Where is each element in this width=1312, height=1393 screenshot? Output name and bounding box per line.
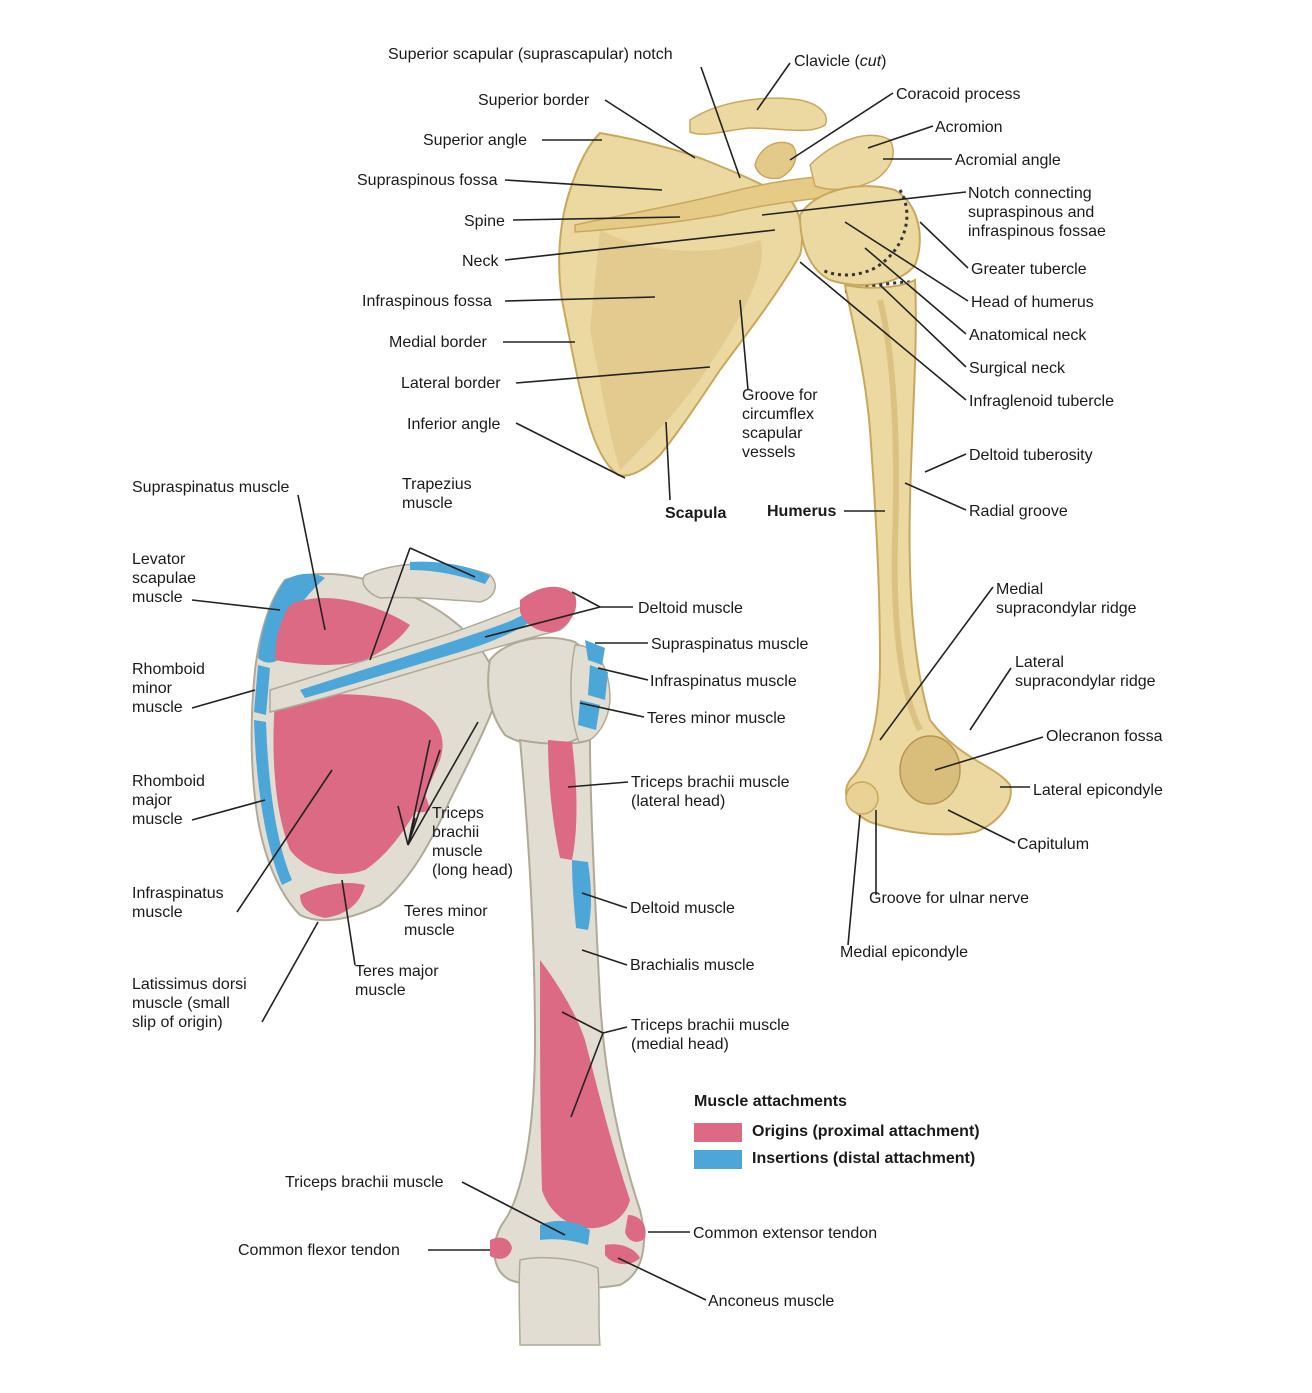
infraspinatus-origin [273, 694, 443, 874]
legend-title: Muscle attachments [694, 1093, 847, 1110]
legend-origins: Origins (proximal attachment) [752, 1123, 980, 1140]
label-clavicle-a: Clavicle ( [794, 53, 860, 70]
bottom-bones [250, 561, 646, 1346]
label-acromion: Acromion [935, 119, 1003, 136]
label-medial-epicondyle: Medial epicondyle [840, 944, 969, 961]
label-superior-angle: Superior angle [423, 132, 528, 149]
label-anatomical-neck: Anatomical neck [969, 327, 1087, 344]
label-deltoid-tuberosity: Deltoid tuberosity [969, 447, 1093, 464]
label-triceps-long: Triceps brachii muscle (long head) [432, 805, 513, 879]
label-deltoid-1: Deltoid muscle [638, 600, 743, 617]
rhomboid-minor-insertion [254, 665, 270, 715]
label-radial-groove: Radial groove [969, 503, 1068, 520]
label-infraspinatus-left: Infraspinatus muscle [132, 885, 224, 921]
label-lateral-epicondyle: Lateral epicondyle [1033, 782, 1163, 799]
label-spine: Spine [464, 213, 505, 230]
forearm-bones [518, 1256, 601, 1346]
legend-swatch-insertions [694, 1150, 742, 1169]
legend-swatch-origins [694, 1123, 742, 1142]
clavicle-trapezius [410, 561, 490, 584]
common-flexor-origin [490, 1237, 512, 1259]
rhomboid-major-insertion [254, 720, 292, 885]
label-trapezius: Trapezius muscle [402, 476, 472, 512]
label-neck: Neck [462, 253, 499, 270]
triceps-lateral-origin [548, 740, 577, 860]
label-rhomboid-minor: Rhomboid minor muscle [132, 661, 205, 716]
label-supraspinatus-right: Supraspinatus muscle [651, 636, 809, 653]
leader-lines [191, 62, 1044, 1301]
common-extensor-origin [625, 1215, 646, 1242]
label-infraglenoid: Infraglenoid tubercle [969, 393, 1114, 410]
label-deltoid-2: Deltoid muscle [630, 900, 735, 917]
label-triceps-lateral: Triceps brachii muscle (lateral head) [631, 774, 790, 810]
label-superior-border: Superior border [478, 92, 590, 109]
label-anconeus: Anconeus muscle [708, 1293, 835, 1310]
coracoid-bone [754, 141, 797, 180]
label-brachialis: Brachialis muscle [630, 957, 755, 974]
triceps-bottom-insertion [540, 1220, 590, 1245]
label-surgical-neck: Surgical neck [969, 360, 1066, 377]
label-common-flexor: Common flexor tendon [238, 1242, 400, 1259]
infraspinatus-insertion [588, 665, 608, 700]
label-superior-notch: Superior scapular (suprascapular) notch [388, 46, 673, 63]
label-teres-minor-left: Teres minor muscle [404, 903, 488, 939]
label-levator: Levator scapulae muscle [132, 551, 197, 606]
label-clavicle-c: ) [881, 53, 887, 70]
label-infraspinous-fossa: Infraspinous fossa [362, 293, 492, 310]
label-infraspinatus-right: Infraspinatus muscle [650, 673, 797, 690]
label-humerus: Humerus [767, 503, 837, 520]
label-teres-major: Teres major muscle [355, 963, 439, 999]
label-acromial-angle: Acromial angle [955, 152, 1061, 169]
label-triceps-bottom: Triceps brachii muscle [285, 1174, 444, 1191]
label-medial-border: Medial border [389, 334, 487, 351]
humerus-head [798, 185, 921, 286]
label-triceps-medial: Triceps brachii muscle (medial head) [631, 1017, 790, 1053]
deltoid-origin [520, 586, 577, 633]
label-supraspinatus-left: Supraspinatus muscle [132, 479, 290, 496]
supraspinatus-insertion [585, 640, 605, 665]
trapezius-insertion [300, 600, 550, 698]
legend-insertions: Insertions (distal attachment) [752, 1150, 976, 1167]
teres-major-origin [300, 883, 365, 918]
humerus-shaft [843, 278, 1012, 836]
label-head-humerus: Head of humerus [971, 294, 1094, 311]
label-lateral-supracondylar: Lateral supracondylar ridge [1015, 654, 1156, 690]
medial-epicondyle-bone [845, 781, 879, 815]
label-capitulum: Capitulum [1017, 836, 1090, 853]
label-groove-ulnar: Groove for ulnar nerve [869, 890, 1030, 907]
label-medial-supracondylar: Medial supracondylar ridge [996, 581, 1137, 617]
label-clavicle-cut: cut [859, 53, 882, 70]
label-teres-minor-right: Teres minor muscle [647, 710, 786, 727]
scapula-shading [590, 230, 762, 470]
label-greater-tubercle: Greater tubercle [971, 261, 1087, 278]
supraspinatus-origin [275, 597, 410, 665]
humerus-shaft-shade [877, 299, 923, 732]
label-clavicle: Clavicle (cut) [794, 52, 886, 71]
teres-minor-origin [400, 760, 430, 813]
triceps-medial-origin [540, 960, 630, 1229]
label-rhomboid-major: Rhomboid major muscle [132, 773, 205, 828]
anconeus-origin [605, 1244, 640, 1265]
olecranon-fossa-bone [899, 735, 961, 805]
clavicle-bone [689, 97, 827, 135]
label-coracoid: Coracoid process [896, 86, 1021, 103]
teres-minor-insertion [578, 700, 600, 730]
label-groove-circumflex: Groove for circumflex scapular vessels [742, 387, 818, 461]
label-inferior-angle: Inferior angle [407, 416, 501, 433]
label-lateral-border: Lateral border [401, 375, 501, 392]
deltoid-insertion [572, 860, 591, 930]
label-scapula: Scapula [665, 505, 727, 522]
label-notch-connecting: Notch connecting supraspinous and infras… [968, 185, 1106, 240]
label-supraspinous-fossa: Supraspinous fossa [357, 172, 498, 189]
label-olecranon-fossa: Olecranon fossa [1046, 728, 1163, 745]
label-latissimus: Latissimus dorsi muscle (small slip of o… [132, 976, 247, 1031]
anatomical-neck-dots [821, 189, 909, 277]
label-common-extensor: Common extensor tendon [693, 1225, 878, 1242]
